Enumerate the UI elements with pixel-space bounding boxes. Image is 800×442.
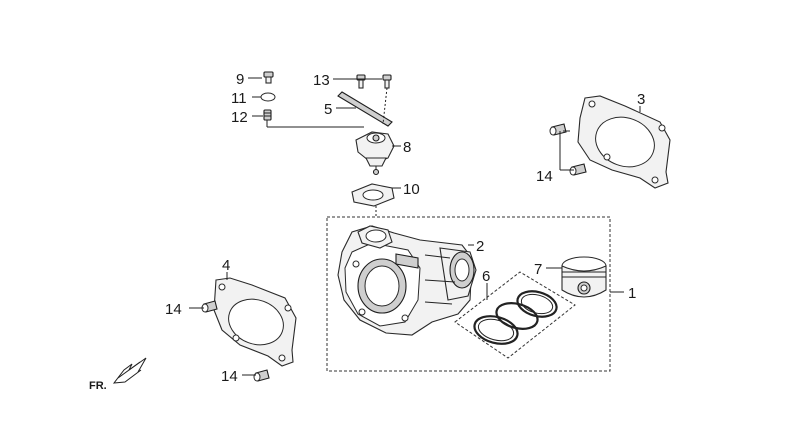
piston	[561, 256, 607, 298]
washer-11	[260, 92, 276, 102]
callout-8: 8	[403, 139, 411, 156]
callout-12: 12	[231, 109, 248, 126]
callout-3: 3	[637, 91, 645, 108]
tensioner-gasket	[351, 183, 395, 207]
cylinder-assembly-boundary	[326, 216, 611, 372]
bolt-13b	[382, 74, 392, 89]
front-direction-arrow-icon	[112, 357, 147, 384]
tensioner-spring-strip	[337, 91, 393, 127]
callout-9: 9	[236, 71, 244, 88]
front-direction-label: FR.	[89, 380, 107, 392]
dowel-pin-lower-a	[201, 300, 218, 313]
bolt-13a	[356, 74, 366, 89]
callout-6: 6	[482, 268, 490, 285]
dowel-pin-lower-b	[253, 369, 270, 382]
callout-14-upper: 14	[536, 168, 553, 185]
callout-13: 13	[313, 72, 330, 89]
cylinder-block	[337, 225, 477, 336]
dowel-pin-upper-b	[569, 163, 587, 176]
dowel-pin-upper-a	[549, 123, 567, 136]
piston-ring-set	[454, 271, 576, 359]
cam-chain-tensioner	[355, 131, 395, 176]
base-gasket-lower	[213, 277, 297, 367]
callout-14-bottom: 14	[221, 368, 238, 385]
callout-1: 1	[628, 285, 636, 302]
spring-12	[263, 109, 272, 121]
callout-5: 5	[324, 101, 332, 118]
callout-7: 7	[534, 261, 542, 278]
head-gasket-upper	[577, 95, 671, 189]
callout-2: 2	[476, 238, 484, 255]
callout-4: 4	[222, 257, 230, 274]
callout-11: 11	[231, 90, 247, 107]
callout-10: 10	[403, 181, 420, 198]
callout-14-left: 14	[165, 301, 182, 318]
bolt-9	[263, 71, 274, 84]
